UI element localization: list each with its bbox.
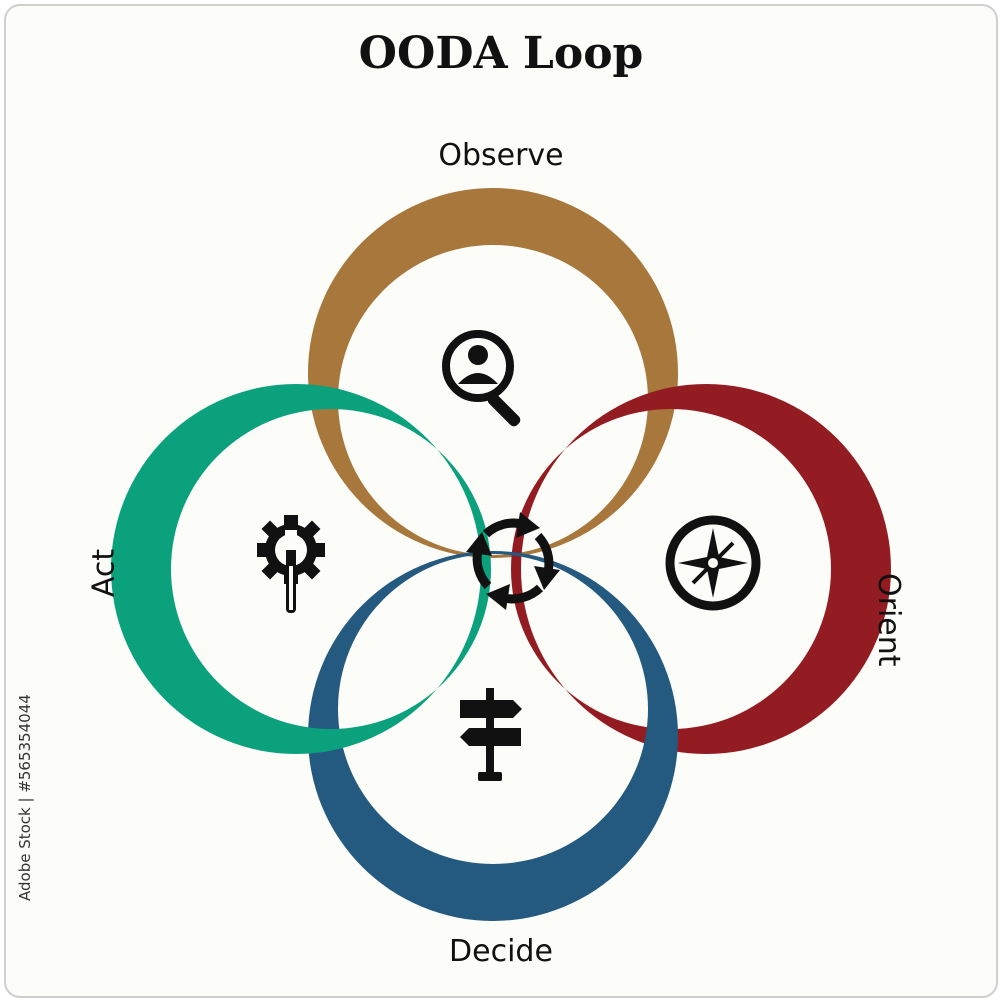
stock-credit: Adobe Stock | #565354044 <box>16 694 34 901</box>
diagram-frame: OODA Loop Observe Decide Orient Act Adob… <box>4 4 998 998</box>
decide-label: Decide <box>449 934 553 969</box>
signpost-icon <box>460 688 522 781</box>
observe-label: Observe <box>438 138 564 173</box>
gear-wrench-icon <box>257 515 325 613</box>
cycle-arrows-icon <box>466 512 560 610</box>
compass-icon <box>665 515 761 611</box>
orient-label: Orient <box>871 573 906 667</box>
diagram-title: OODA Loop <box>358 28 644 79</box>
ooda-diagram <box>111 188 891 921</box>
person-search-icon <box>442 330 521 427</box>
observe-crescent <box>308 188 678 558</box>
act-label: Act <box>86 548 122 598</box>
